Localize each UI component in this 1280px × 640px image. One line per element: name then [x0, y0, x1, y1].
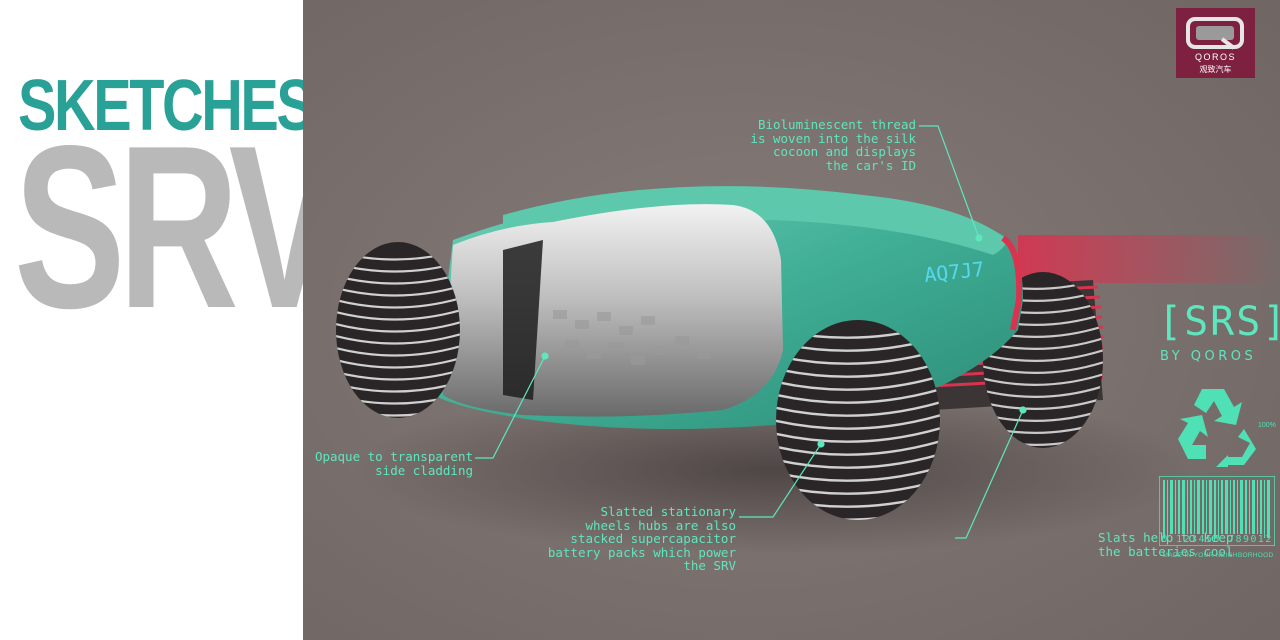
annotation-bioluminescent: Bioluminescent thread is woven into the … [750, 117, 916, 173]
logo-brand-name: QOROS [1194, 52, 1236, 62]
front-wheel [336, 242, 460, 418]
barcode-digits: 0 123456 789012 [1161, 534, 1273, 545]
title-panel: SKETCHES SRV [0, 0, 340, 640]
tail-light-strip [1001, 235, 1023, 331]
recycle-icon [1178, 389, 1256, 467]
qoros-logo-icon [1186, 17, 1244, 50]
title-srv: SRV [14, 98, 340, 357]
annotation-side-cladding: Opaque to transparent side cladding [314, 449, 473, 478]
qoros-logo: QOROS 观致汽车 [1176, 8, 1255, 78]
glass-canopy [443, 204, 783, 417]
logo-brand-subtitle: 观致汽车 [1199, 65, 1232, 74]
sketch-artwork: AQ7J7 [303, 0, 1280, 640]
srs-mark: [SRS] [1158, 299, 1280, 345]
barcode-icon [1159, 476, 1275, 546]
annotation-leaders [475, 125, 1027, 539]
srs-by-line: BY QOROS [1160, 349, 1257, 364]
annotation-slats: Slats help to keep the batteries cool [1098, 530, 1234, 559]
made-in-label: MADE IN YOUR NEIGHBORHOOD [1162, 552, 1274, 559]
red-light-trail [1018, 235, 1280, 283]
title-sketches: SKETCHES [18, 66, 315, 146]
recycle-percent: 100% [1258, 422, 1276, 429]
car-sketch-image: AQ7J7 [303, 0, 1280, 640]
car-shadow [353, 385, 1193, 555]
annotation-wheel-hubs: Slatted stationary wheels hubs are also … [547, 504, 736, 573]
